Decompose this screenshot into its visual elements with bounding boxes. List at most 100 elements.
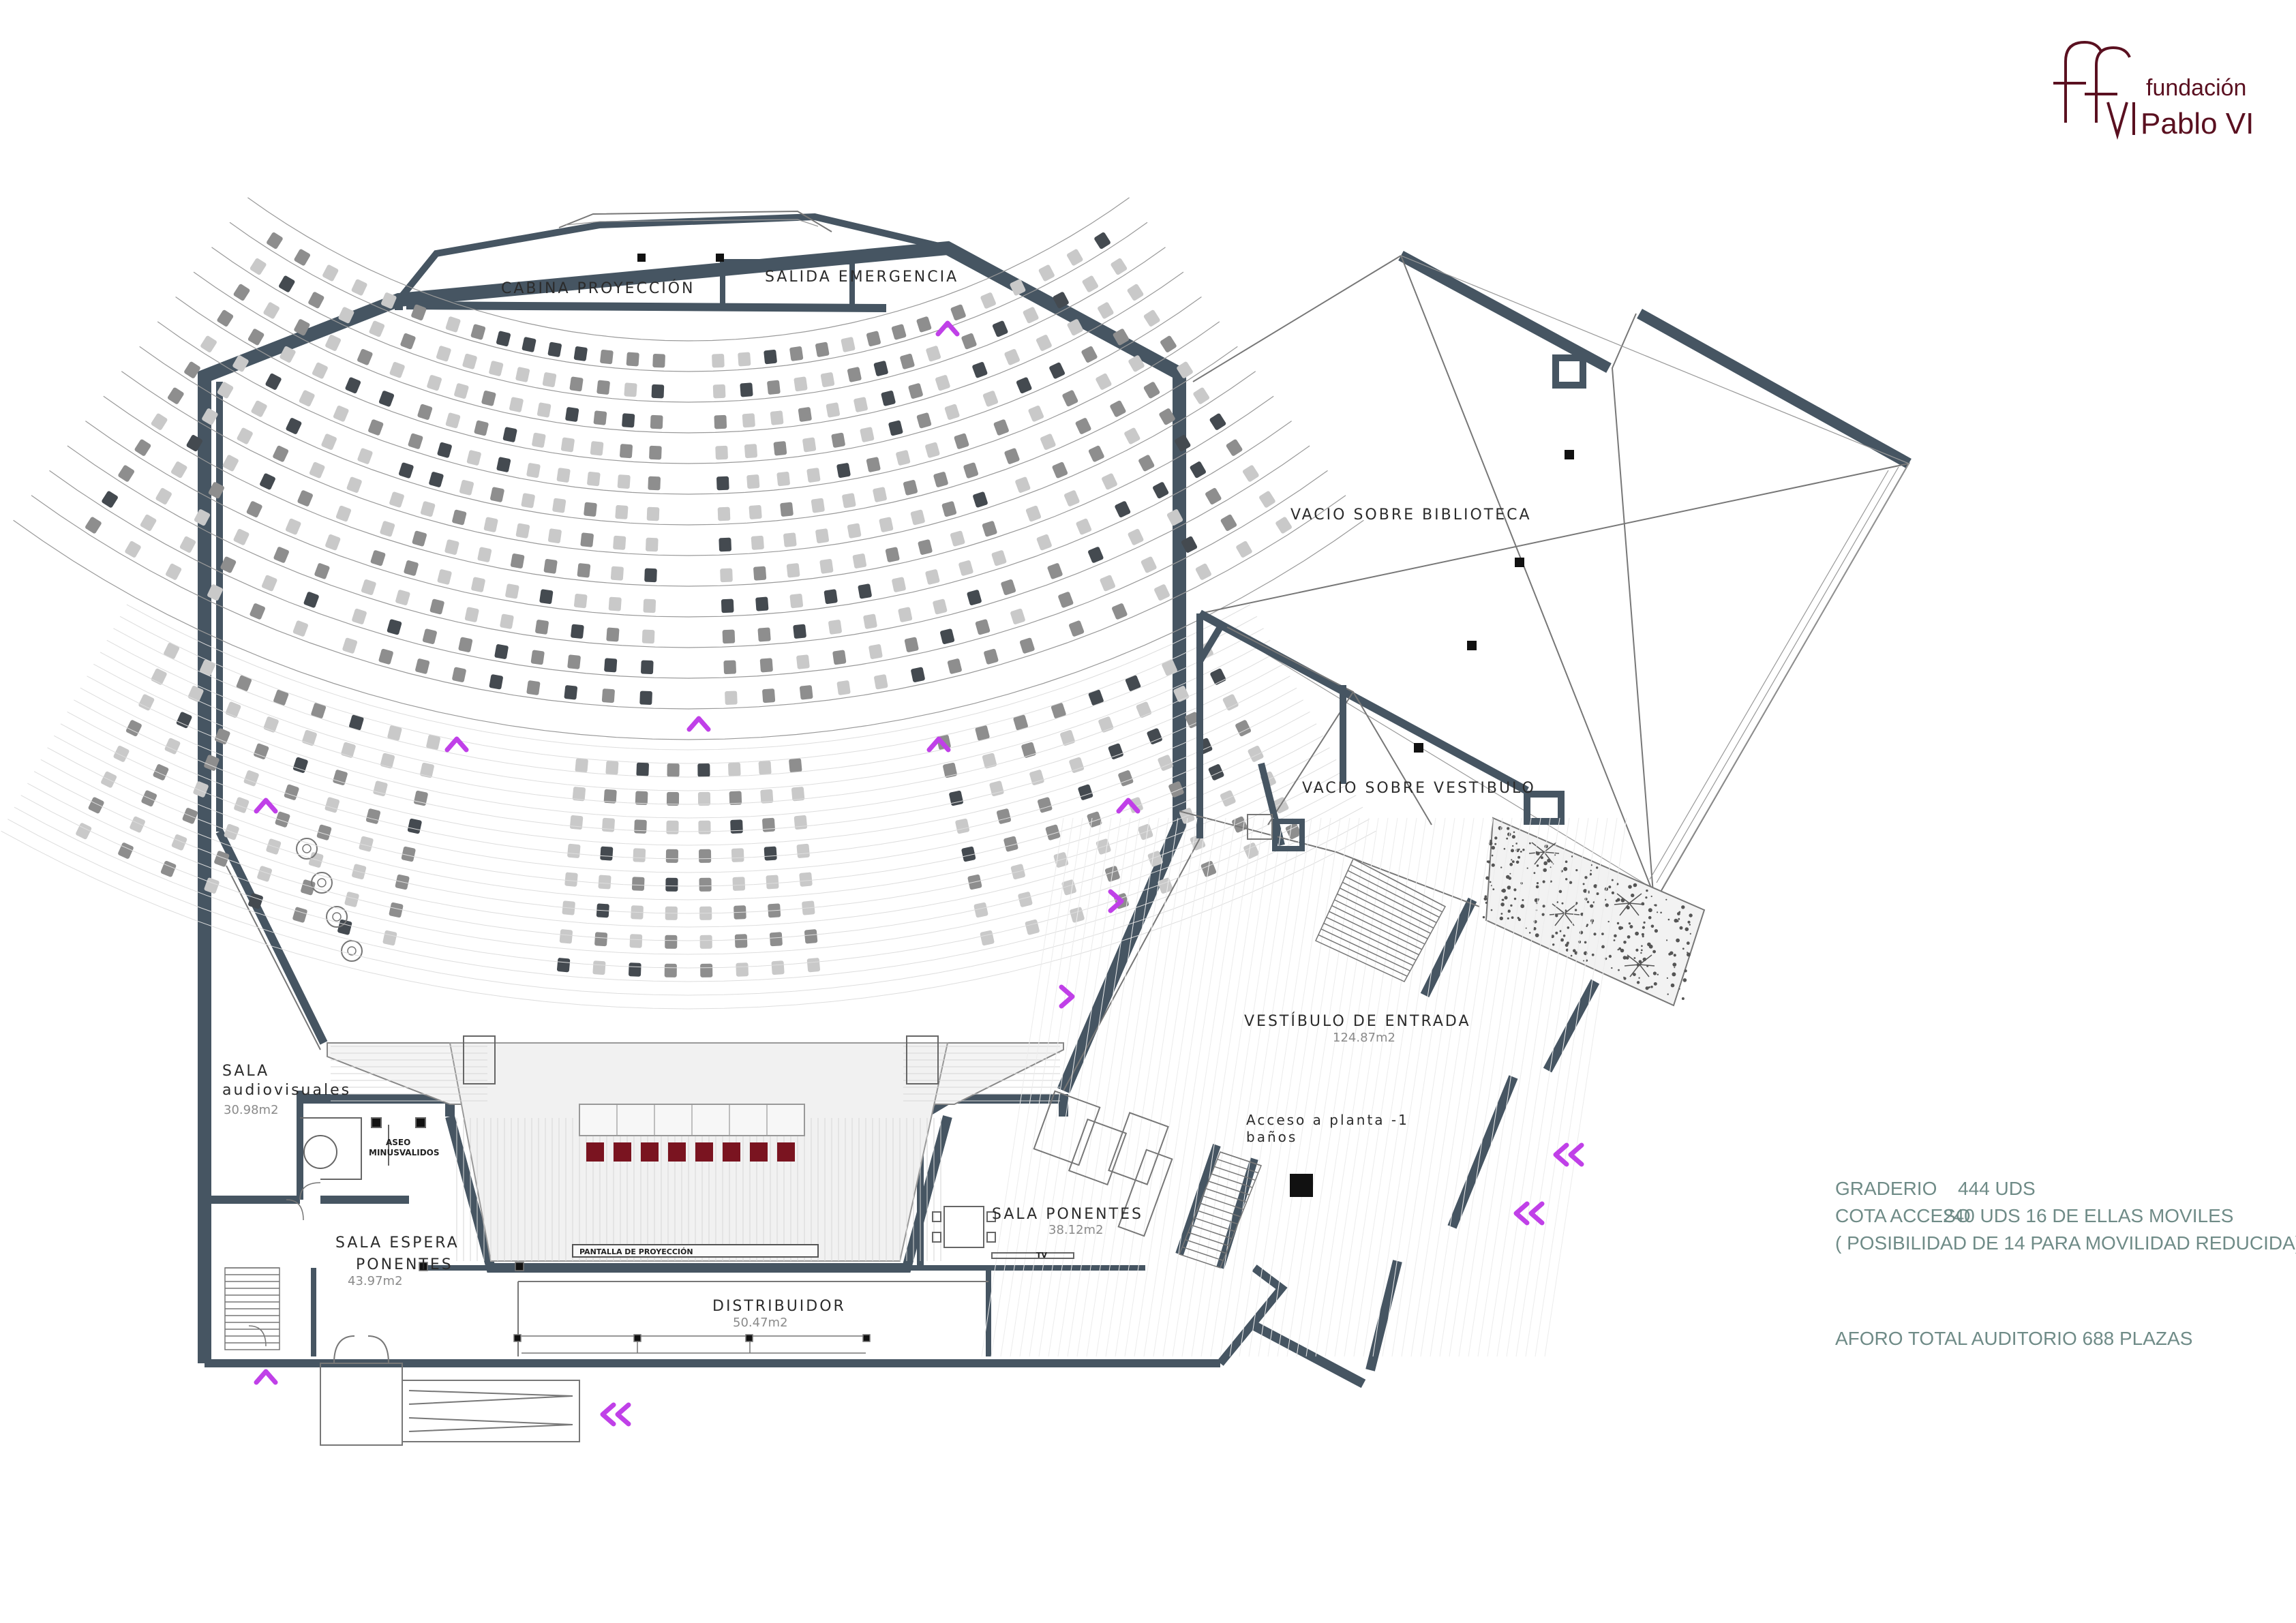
seat <box>261 575 277 592</box>
seat <box>1113 329 1130 346</box>
seat <box>1047 563 1063 579</box>
seat <box>722 629 736 644</box>
seat <box>868 644 883 659</box>
seat <box>758 761 772 775</box>
area-ponentes: 38.12m2 <box>1048 1223 1104 1237</box>
seat <box>415 658 430 674</box>
seat <box>316 824 332 840</box>
seat <box>452 509 467 526</box>
seat <box>925 569 940 585</box>
seat <box>791 787 805 802</box>
seat <box>420 501 436 517</box>
seat <box>417 404 433 420</box>
seat <box>954 433 969 449</box>
seat <box>265 373 282 390</box>
seat <box>489 674 503 690</box>
logo-line1: fundación <box>2146 75 2246 101</box>
seat <box>166 563 182 580</box>
label-tv: TV <box>1036 1251 1048 1260</box>
seat <box>587 472 601 487</box>
seat <box>664 963 677 977</box>
seat <box>697 763 710 777</box>
seat <box>395 590 410 605</box>
seat <box>572 787 586 802</box>
exit-arrow-icon <box>686 716 711 732</box>
seat <box>641 629 655 644</box>
seat <box>1060 729 1075 746</box>
seat <box>333 406 349 422</box>
seat <box>947 658 962 674</box>
seat <box>361 579 376 595</box>
seat <box>1285 823 1301 840</box>
seat <box>1038 264 1055 282</box>
seat <box>699 849 712 863</box>
area-vestibulo: 124.87m2 <box>1333 1031 1395 1045</box>
seat <box>731 848 744 862</box>
seat <box>720 568 733 583</box>
seat <box>789 758 802 773</box>
seat <box>483 517 498 532</box>
wheelchair-icon <box>311 872 333 894</box>
seat <box>263 302 280 319</box>
label-aseo-1: ASEO <box>386 1138 410 1147</box>
seat <box>575 758 588 773</box>
seat <box>933 472 948 487</box>
seat <box>665 935 678 949</box>
seat <box>387 619 402 635</box>
seat <box>652 353 665 368</box>
seat <box>341 742 356 758</box>
seat <box>973 491 988 508</box>
seat <box>1128 528 1144 545</box>
seat <box>762 817 775 832</box>
seat <box>134 439 151 456</box>
seat <box>445 412 461 429</box>
wheelchair-icon <box>341 940 363 962</box>
seat <box>789 346 804 361</box>
seat <box>186 435 203 452</box>
seat <box>667 763 680 777</box>
seat <box>629 962 641 977</box>
label-salida: SALIDA EMERGENCIA <box>765 269 958 286</box>
seat <box>799 685 813 700</box>
seat <box>299 390 315 407</box>
seat <box>1098 302 1114 319</box>
seat <box>847 523 862 539</box>
seat <box>151 413 168 430</box>
seat <box>879 517 894 532</box>
seat <box>200 335 217 352</box>
seating-area <box>76 232 1301 977</box>
seat <box>125 541 141 558</box>
seat <box>102 491 118 508</box>
tier-line <box>85 421 1292 618</box>
seat <box>250 258 267 275</box>
tier-line <box>139 346 1238 526</box>
seat <box>502 427 517 442</box>
seat <box>452 667 466 682</box>
seats-upper-center-right <box>712 316 1035 706</box>
seat <box>982 753 997 769</box>
seat <box>836 680 851 695</box>
seat <box>1209 413 1226 430</box>
seat <box>436 346 451 362</box>
seat <box>543 559 558 574</box>
seat <box>1045 824 1061 840</box>
seat <box>908 383 923 399</box>
seat <box>1010 608 1025 624</box>
seat <box>400 333 416 350</box>
seat <box>949 790 963 806</box>
tier-line <box>13 519 1364 740</box>
seat <box>357 349 373 365</box>
seat <box>1190 461 1207 479</box>
seat <box>873 361 888 376</box>
seat <box>1162 659 1177 676</box>
seat <box>346 476 362 493</box>
seat <box>1013 714 1028 731</box>
seat <box>819 559 834 574</box>
seat <box>215 728 230 744</box>
tier-line <box>157 321 1220 495</box>
seat <box>992 320 1008 337</box>
label-sala-av-1: SALA <box>222 1063 269 1080</box>
seat <box>470 324 486 340</box>
seat <box>592 960 606 975</box>
